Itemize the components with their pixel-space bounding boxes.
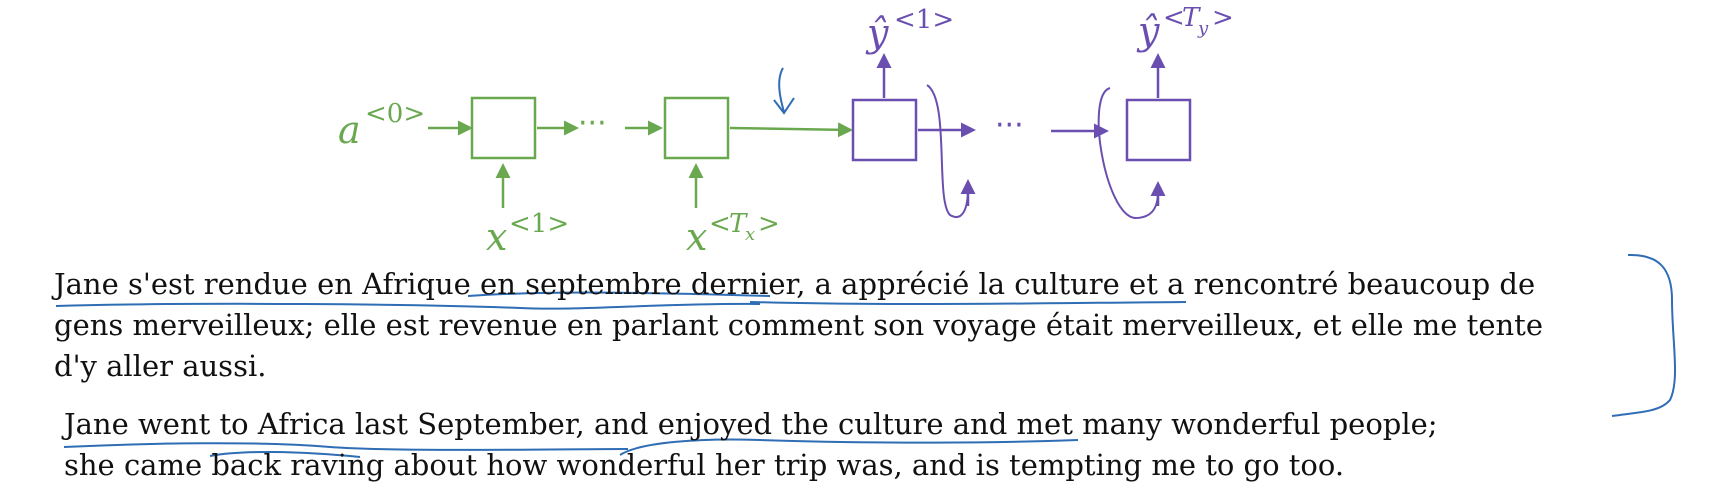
feedback-curve-2 <box>1097 87 1159 220</box>
last-input-superscript-open: < <box>709 209 731 239</box>
english-line-2: she came back raving about how wonderful… <box>64 448 1345 482</box>
english-underline-2 <box>209 450 361 458</box>
feedback-curve-1 <box>926 84 969 218</box>
encoder-to-decoder-arrow <box>729 122 853 138</box>
french-underline-1a <box>55 302 761 310</box>
english-paragraph: Jane went to Africa last September, and … <box>64 404 1438 486</box>
french-line-3: d'y aller aussi. <box>54 349 267 383</box>
encoder: a <0> ··· x <1> x < T x > <box>338 96 853 259</box>
encoder-ellipsis: ··· <box>578 106 607 141</box>
decoder-ellipsis: ··· <box>995 108 1024 143</box>
last-input-superscript-sub: x <box>745 224 755 245</box>
decoder-cell-last <box>1125 98 1192 162</box>
last-input-superscript-close: > <box>758 209 780 239</box>
encoder-cell-1 <box>470 96 537 160</box>
attention-pointer-arrow <box>778 67 785 113</box>
decoder: ŷ <1> ··· ŷ < T y > <box>851 3 1234 220</box>
last-output-superscript-sub: y <box>1197 18 1209 39</box>
initial-activation-label: a <box>338 108 361 152</box>
french-underline-1c <box>749 301 1187 306</box>
initial-activation-superscript: <0> <box>365 99 425 129</box>
french-line-1: Jane s'est rendue en Afrique en septembr… <box>54 267 1536 301</box>
last-output-label: ŷ <box>1136 9 1160 53</box>
handwritten-annotations <box>55 67 1677 458</box>
first-input-label: x <box>486 215 507 259</box>
attention-pointer-arrowhead <box>773 97 795 115</box>
english-underline-1b <box>619 438 1079 456</box>
french-paragraph: Jane s'est rendue en Afrique en septembr… <box>54 264 1543 387</box>
first-output-superscript: <1> <box>894 5 954 35</box>
first-output-label: ŷ <box>865 11 889 55</box>
last-output-superscript-close: > <box>1212 3 1234 33</box>
encoder-cell-last <box>663 96 730 160</box>
decoder-cell-1 <box>851 98 918 162</box>
english-underline-1a <box>63 442 629 451</box>
french-line-2: gens merveilleux; elle est revenue en pa… <box>54 308 1543 342</box>
last-output-superscript-open: < <box>1163 3 1185 33</box>
paragraph-bracket <box>1611 253 1677 417</box>
french-underline-1b <box>467 291 771 297</box>
last-output-superscript-T: T <box>1182 3 1201 33</box>
first-input-superscript: <1> <box>509 209 569 239</box>
last-input-label: x <box>686 215 707 259</box>
english-line-1: Jane went to Africa last September, and … <box>64 407 1438 441</box>
last-input-superscript-T: T <box>729 209 748 239</box>
